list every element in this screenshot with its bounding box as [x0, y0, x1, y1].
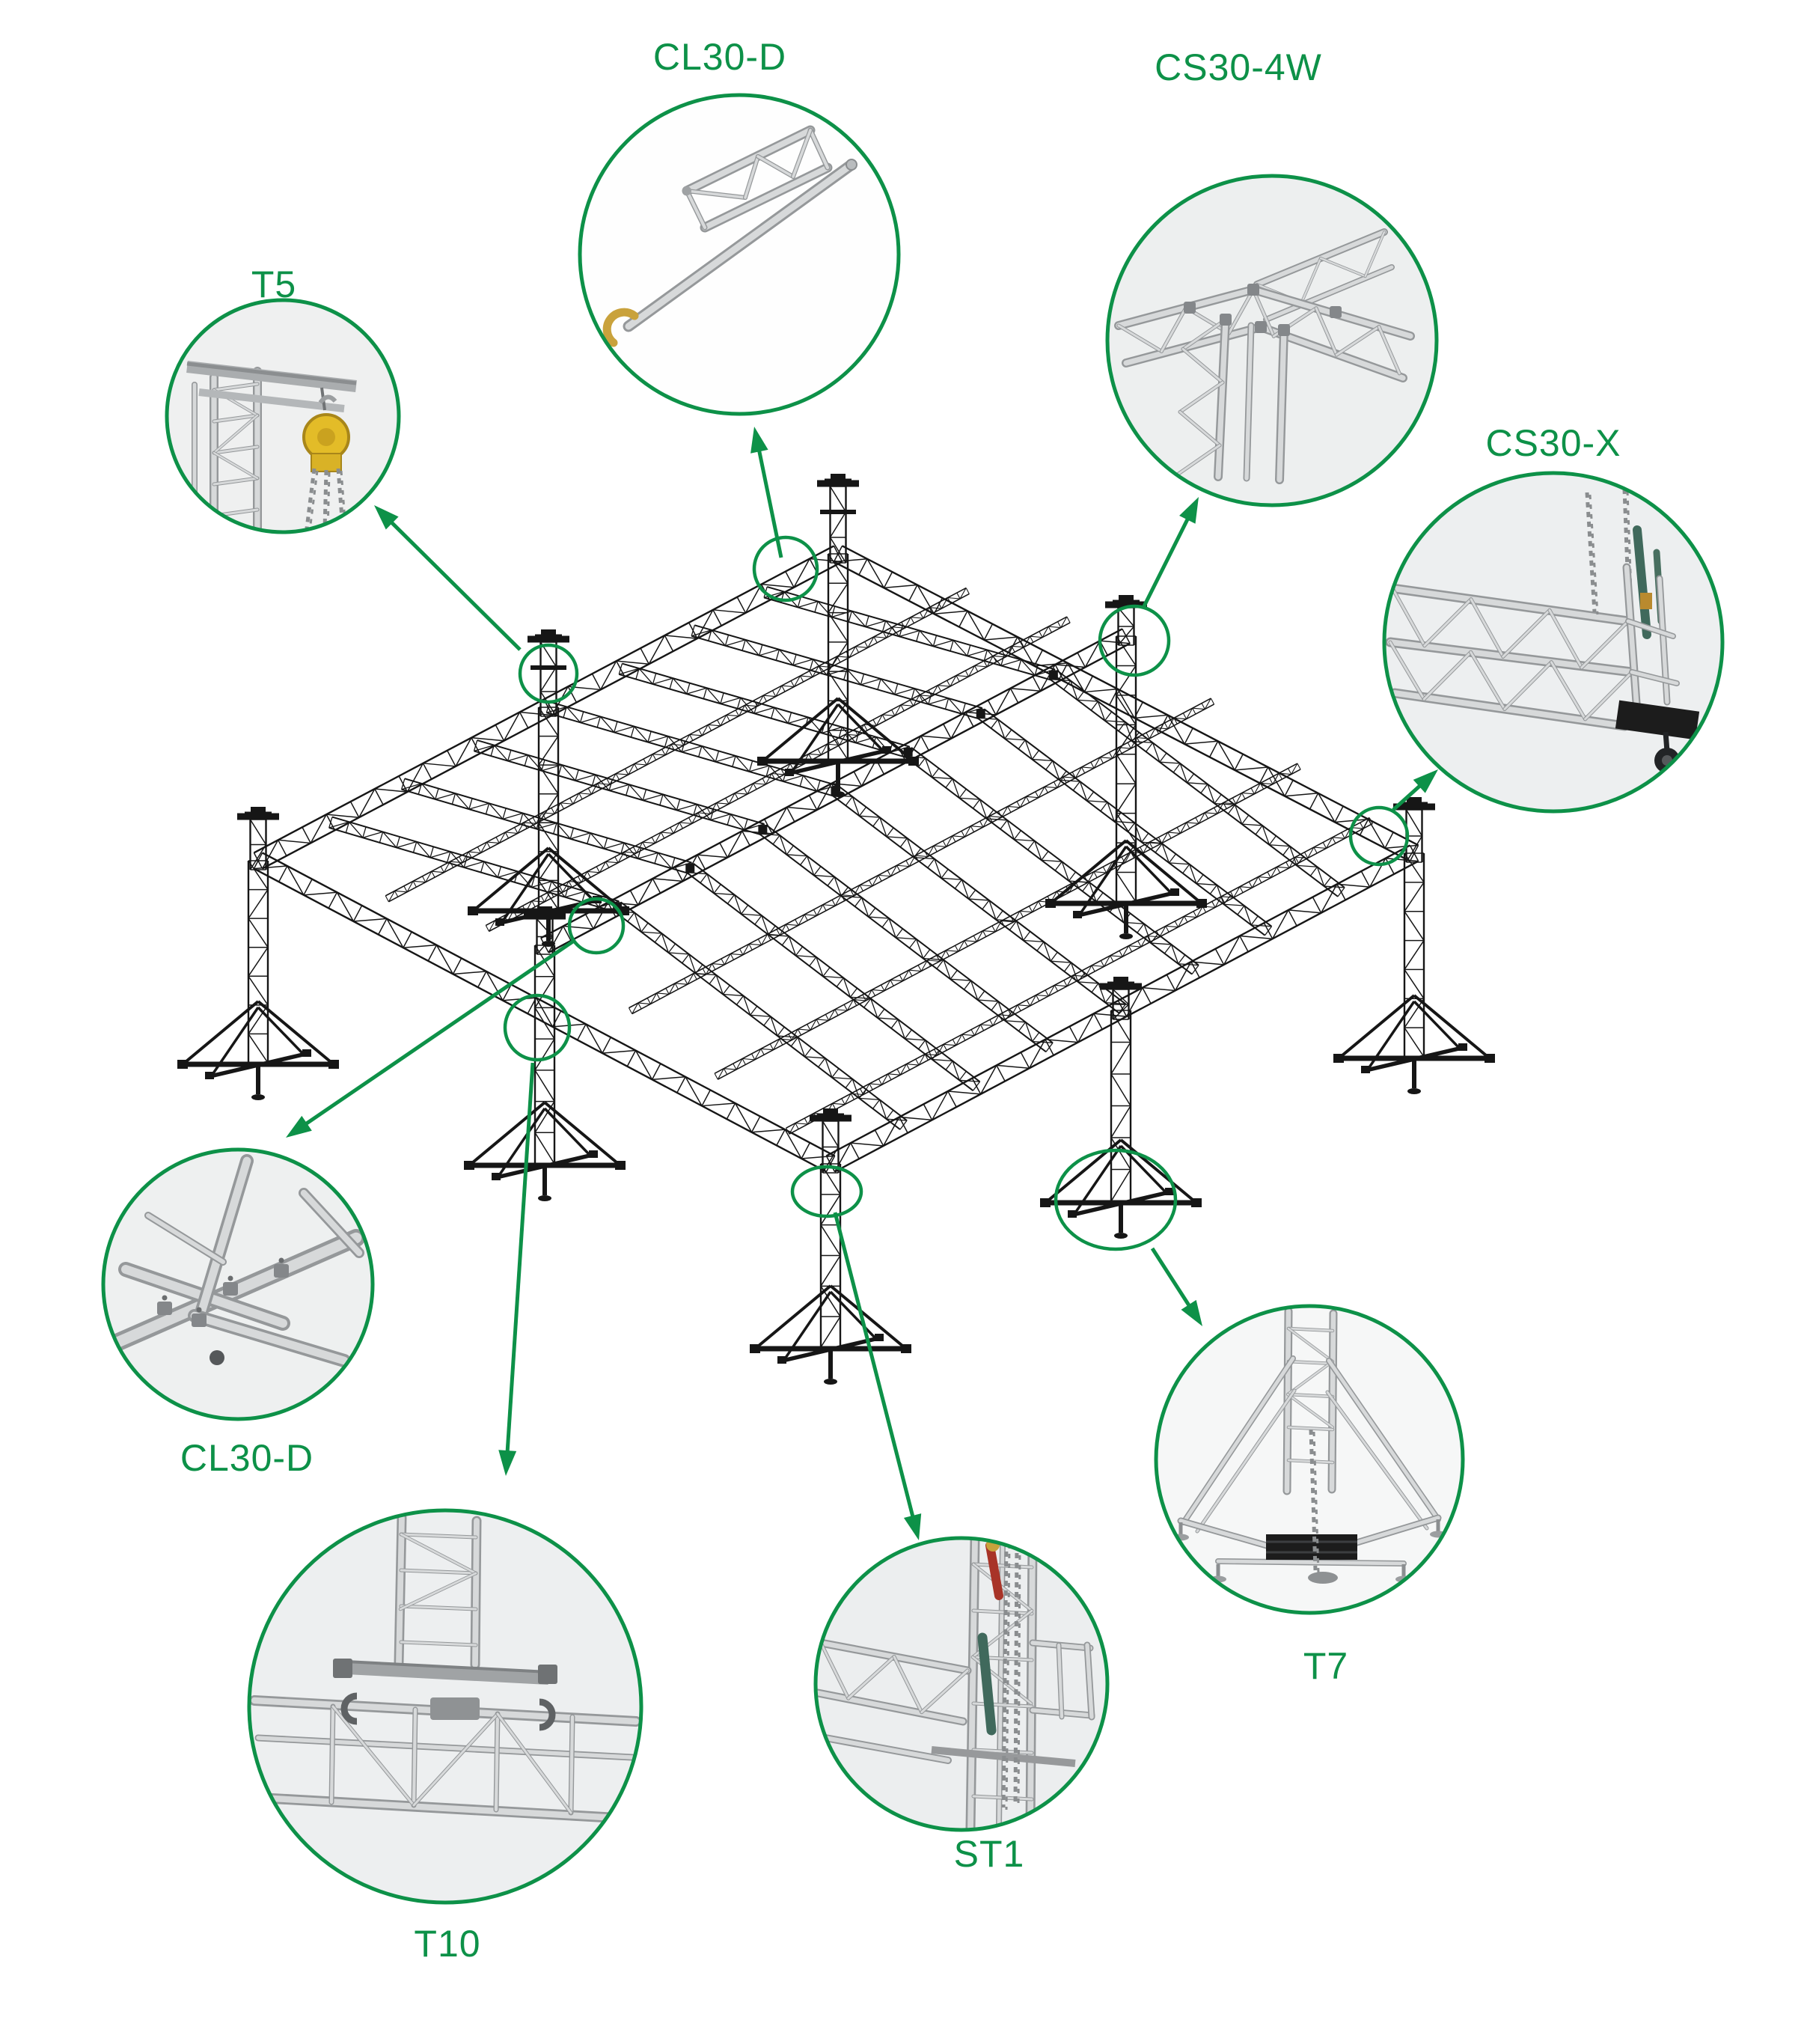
arrow-cs30-4w	[1141, 497, 1199, 609]
leader-arrows	[286, 427, 1438, 1540]
callout-photo-cs30-x	[1386, 488, 1700, 773]
callout-photo-cl30d-top	[602, 125, 857, 347]
callout-photo-cs30-4w	[1114, 228, 1415, 484]
label-cl30d-top: CL30-D	[652, 36, 787, 78]
arrow-cl30d-left	[286, 939, 575, 1138]
label-st1: ST1	[953, 1833, 1025, 1875]
arrow-cl30d-top	[750, 427, 783, 558]
support-towers	[177, 553, 1495, 1385]
callout-circles	[101, 93, 1725, 1905]
callout-cl30d-top	[578, 93, 901, 416]
arrow-t10	[498, 1062, 535, 1476]
callout-cl30d-left	[101, 1147, 375, 1421]
tower-gable-ne	[1045, 635, 1207, 939]
callout-cs30-4w	[1105, 174, 1439, 507]
callout-photo-cl30d-left	[108, 1154, 365, 1367]
t5-marker	[518, 643, 579, 704]
cs30-x-marker	[1348, 805, 1410, 867]
tower-gable-ne-mast	[1105, 595, 1147, 646]
callout-photo-t10	[251, 1513, 640, 1824]
callout-photo-st1	[817, 1540, 1095, 1828]
tower-n-corner-mast	[817, 474, 859, 564]
callout-cs30-x	[1382, 471, 1725, 814]
st1-marker	[790, 1165, 863, 1218]
arrow-t7	[1150, 1247, 1202, 1326]
arrow-t5	[374, 505, 522, 651]
cl30d-left-marker	[567, 897, 626, 955]
tower-mid-front-eave-mast	[1100, 977, 1142, 1020]
label-t7: T7	[1303, 1645, 1349, 1687]
callout-t5	[165, 298, 401, 534]
roof-rafters	[328, 586, 1345, 1130]
tower-s-corner-mast	[810, 1108, 851, 1174]
tower-n-corner	[757, 553, 919, 797]
callout-photo-t5	[186, 361, 357, 531]
cs30-4w-marker	[1098, 604, 1171, 677]
t10-marker	[503, 993, 572, 1062]
tower-w-corner	[177, 860, 339, 1100]
label-t5: T5	[251, 263, 297, 305]
arrow-cs30-x	[1392, 769, 1438, 811]
callout-t10	[247, 1508, 643, 1905]
slope-purlins	[385, 587, 1373, 1135]
detail-markers	[503, 535, 1410, 1251]
label-cs30-4w: CS30-4W	[1155, 46, 1322, 88]
tower-masts	[237, 474, 1435, 1174]
tower-gable-sw-mast	[524, 906, 566, 955]
callout-t7	[1154, 1304, 1465, 1615]
arrow-st1	[833, 1212, 922, 1540]
tower-gable-sw	[464, 945, 626, 1201]
label-t10: T10	[414, 1923, 481, 1965]
tower-mid-front-eave	[1040, 1010, 1202, 1239]
label-cl30d-left: CL30-D	[180, 1437, 314, 1479]
roof-perimeter	[253, 545, 1419, 1173]
label-cs30-x: CS30-X	[1485, 422, 1621, 464]
tower-w-corner-mast	[237, 807, 279, 870]
roof-structure	[177, 474, 1495, 1385]
callout-st1	[813, 1536, 1110, 1832]
tower-s-corner	[750, 1163, 911, 1385]
callout-photo-t7	[1172, 1308, 1446, 1584]
t7-marker	[1054, 1148, 1178, 1251]
tower-e-corner	[1333, 852, 1495, 1094]
cl30d-top-marker	[752, 535, 819, 602]
